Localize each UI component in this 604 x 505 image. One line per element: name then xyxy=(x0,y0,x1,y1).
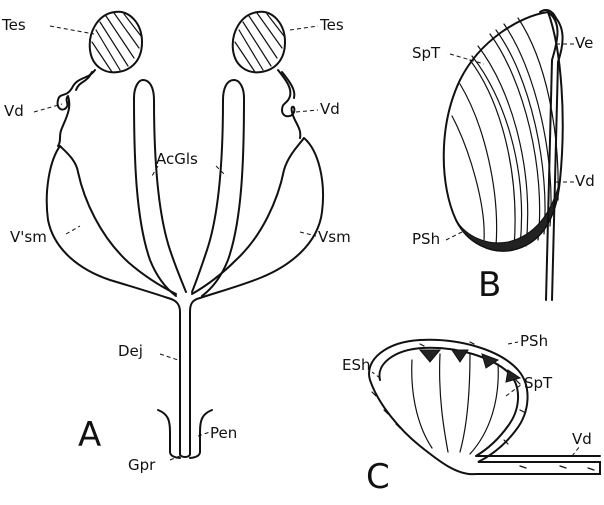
label-dej: Dej xyxy=(118,342,143,360)
label-esh-c: ESh xyxy=(342,356,371,374)
label-tes-right: Tes xyxy=(319,16,344,34)
left-testis xyxy=(90,12,142,72)
label-spt-b: SpT xyxy=(412,44,441,62)
panel-a-drawing xyxy=(47,12,323,458)
label-vd-right: Vd xyxy=(320,100,340,118)
ejaculatory-duct xyxy=(168,298,200,454)
label-vd-c: Vd xyxy=(572,430,592,448)
label-spt-c: SpT xyxy=(524,374,553,392)
label-vsm-left: V'sm xyxy=(10,228,47,246)
panel-a-leaders xyxy=(34,26,318,460)
right-seminal-vesicle xyxy=(200,138,323,298)
label-gpr: Gpr xyxy=(128,456,156,474)
left-vas-deferens xyxy=(58,70,95,146)
right-testis xyxy=(233,12,285,72)
penis xyxy=(158,410,212,458)
label-psh-c: PSh xyxy=(520,332,548,350)
panel-b-drawing xyxy=(444,10,563,300)
panel-letter-b: B xyxy=(478,265,501,305)
label-vsm-right: Vsm xyxy=(318,228,351,246)
label-vd-b: Vd xyxy=(575,172,595,190)
label-tes-left: Tes xyxy=(1,16,26,34)
panel-a-labels: Tes Tes Vd Vd AcGls V'sm Vsm Dej Pen Gpr… xyxy=(1,16,351,474)
panel-letter-c: C xyxy=(366,457,390,497)
label-ve-b: Ve xyxy=(575,34,593,52)
panel-letter-a: A xyxy=(78,415,101,455)
label-acgls: AcGls xyxy=(156,150,198,168)
panel-c-drawing xyxy=(369,340,600,474)
left-seminal-vesicle xyxy=(47,146,168,298)
label-vd-left: Vd xyxy=(4,102,24,120)
label-pen: Pen xyxy=(210,424,237,442)
label-psh-b: PSh xyxy=(412,230,440,248)
